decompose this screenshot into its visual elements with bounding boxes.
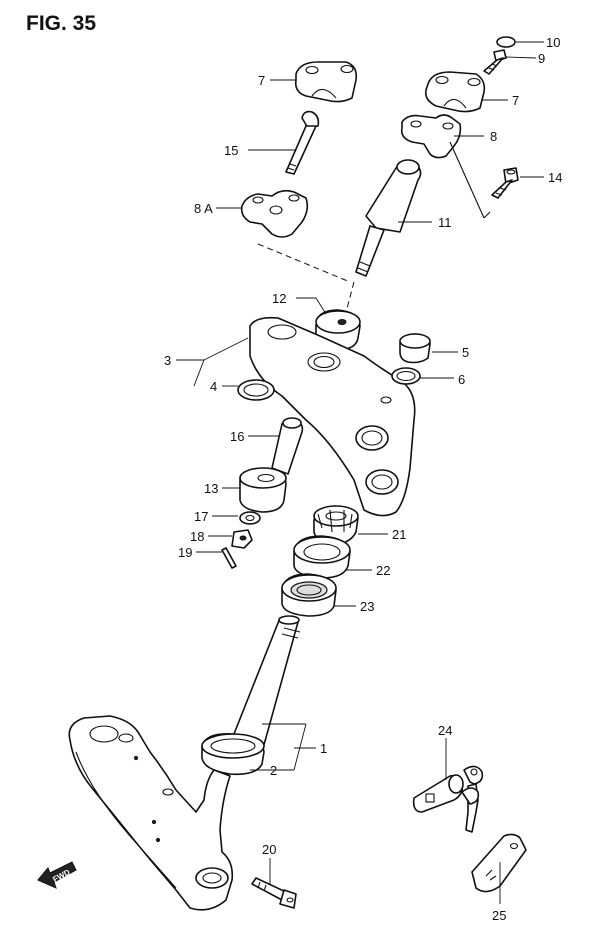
part-25-plate [471,833,527,904]
part-6-oring [391,367,454,385]
label-19: 19 [178,545,192,560]
label-20: 20 [262,842,276,857]
fwd-arrow: FWD [37,861,77,889]
part-3-upper-bracket [176,316,416,517]
part-21-stem-nut [313,505,388,545]
part-7-holder-right [424,71,508,113]
label-25: 25 [492,908,506,923]
label-9: 9 [538,51,545,66]
label-1: 1 [320,741,327,756]
label-15: 15 [224,143,238,158]
part-22-bearing-race [293,535,372,579]
part-4-oring [222,379,275,401]
label-14: 14 [548,170,562,185]
label-4: 4 [210,379,217,394]
label-8: 8 [490,129,497,144]
label-11: 11 [438,215,452,230]
label-16: 16 [230,429,244,444]
part-23-bearing [281,573,356,617]
label-23: 23 [360,599,374,614]
part-11-handlebar-tube [355,159,432,277]
part-8-holder-lower [400,114,491,219]
label-22: 22 [376,563,390,578]
part-19-cotter-pin [196,547,237,569]
label-5: 5 [462,345,469,360]
label-24: 24 [438,723,452,738]
label-12: 12 [272,291,286,306]
label-6: 6 [458,372,465,387]
label-7-left: 7 [258,73,265,88]
part-24-ignition-switch [412,738,484,833]
label-18: 18 [190,529,204,544]
part-labels: 10 9 7 7 8 15 14 8 A 11 12 5 3 6 4 16 13… [164,35,562,923]
label-3: 3 [164,353,171,368]
label-10: 10 [546,35,560,50]
part-8a-holder-lower [216,189,309,238]
part-12-washer [296,297,361,351]
part-17-washer [212,511,261,525]
label-2: 2 [270,763,277,778]
label-21: 21 [392,527,406,542]
alignment-lines [257,243,355,321]
part-20-bolt [251,858,297,909]
part-18-nut [208,529,253,549]
part-15-bolt [248,110,320,175]
label-8a: 8 A [194,201,213,216]
part-9-bolt [483,49,537,75]
part-13-damper [222,467,287,513]
part-5-cap [399,333,458,364]
label-13: 13 [204,481,218,496]
part-7-holder-left [270,61,358,103]
part-10-cap [496,36,544,48]
figure-title: FIG. 35 [26,12,97,35]
part-16-spacer [248,417,304,475]
label-7-right: 7 [512,93,519,108]
label-17: 17 [194,509,208,524]
part-14-bolt [491,167,544,199]
part-1-steering-stem [68,615,316,911]
